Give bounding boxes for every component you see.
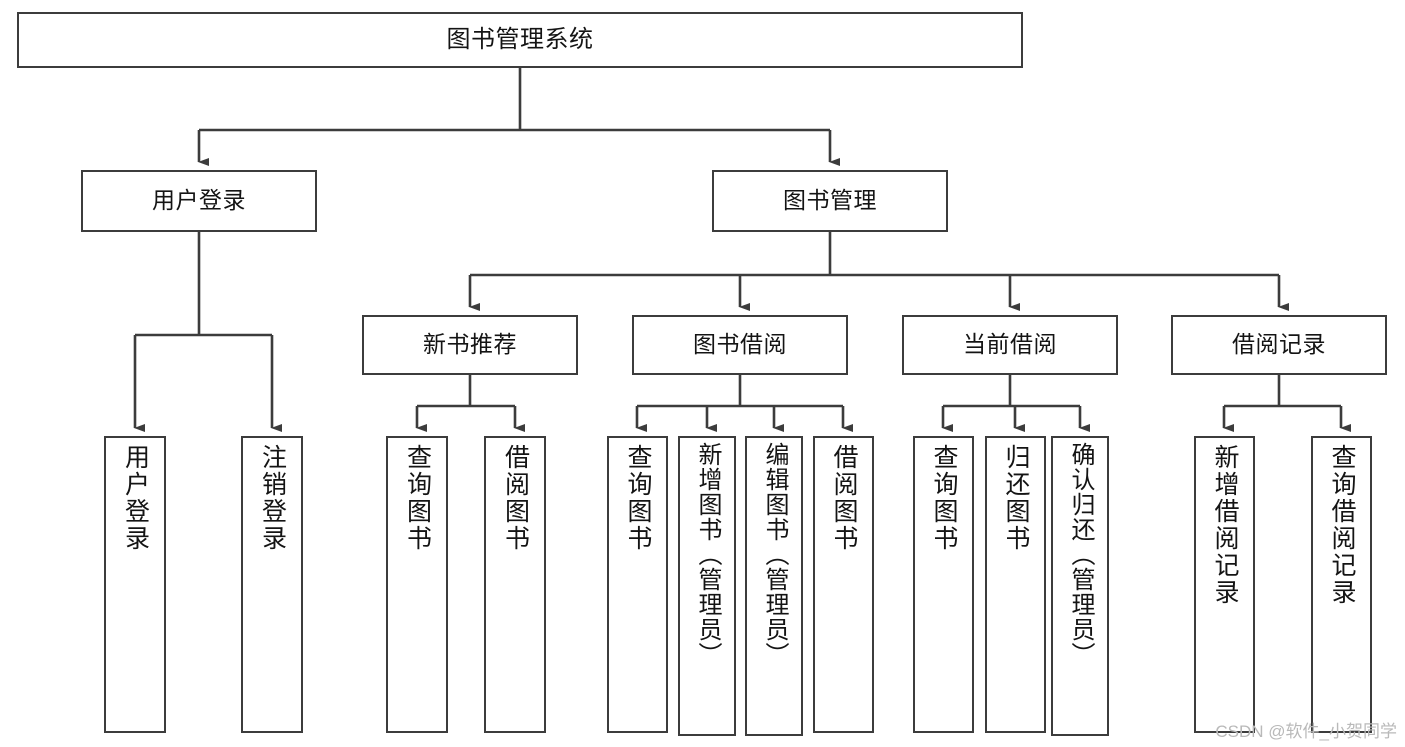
node-leaf-rec-borrow-book-label: 借阅图书 bbox=[501, 444, 530, 552]
node-leaf-rcd-add-record[interactable]: 新增借阅记录 bbox=[1194, 436, 1255, 733]
node-leaf-bor-query-book[interactable]: 查询图书 bbox=[607, 436, 668, 733]
node-leaf-cur-return-book[interactable]: 归还图书 bbox=[985, 436, 1046, 733]
watermark: CSDN @软件_小贺同学 bbox=[1215, 722, 1397, 741]
node-leaf-cur-query-book[interactable]: 查询图书 bbox=[913, 436, 974, 733]
node-book-borrow[interactable]: 图书借阅 bbox=[632, 315, 848, 375]
node-leaf-cur-confirm-return-label: 确认归还（管理员） bbox=[1066, 442, 1094, 667]
node-leaf-user-login-label: 用户登录 bbox=[121, 444, 150, 552]
node-new-book-rec[interactable]: 新书推荐 bbox=[362, 315, 578, 375]
node-leaf-bor-add-book[interactable]: 新增图书（管理员） bbox=[678, 436, 736, 736]
node-root[interactable]: 图书管理系统 bbox=[17, 12, 1023, 68]
node-borrow-record-label: 借阅记录 bbox=[1232, 331, 1326, 358]
node-borrow-record[interactable]: 借阅记录 bbox=[1171, 315, 1387, 375]
node-leaf-cur-return-book-label: 归还图书 bbox=[1002, 444, 1030, 552]
node-current-borrow-label: 当前借阅 bbox=[963, 331, 1057, 358]
node-leaf-user-logout[interactable]: 注销登录 bbox=[241, 436, 303, 733]
node-leaf-rcd-query-record[interactable]: 查询借阅记录 bbox=[1311, 436, 1372, 733]
node-new-book-rec-label: 新书推荐 bbox=[423, 331, 517, 358]
node-root-label: 图书管理系统 bbox=[446, 25, 594, 53]
node-leaf-bor-borrow-book-label: 借阅图书 bbox=[830, 444, 858, 552]
node-book-manage[interactable]: 图书管理 bbox=[712, 170, 948, 232]
node-book-borrow-label: 图书借阅 bbox=[693, 331, 787, 358]
node-book-manage-label: 图书管理 bbox=[783, 187, 877, 214]
node-leaf-bor-edit-book[interactable]: 编辑图书（管理员） bbox=[745, 436, 803, 736]
node-leaf-cur-confirm-return[interactable]: 确认归还（管理员） bbox=[1051, 436, 1109, 736]
node-leaf-bor-add-book-label: 新增图书（管理员） bbox=[693, 442, 721, 667]
node-leaf-rec-query-book-label: 查询图书 bbox=[403, 444, 432, 552]
node-leaf-rcd-query-record-label: 查询借阅记录 bbox=[1328, 444, 1356, 606]
node-leaf-bor-query-book-label: 查询图书 bbox=[624, 444, 652, 552]
node-leaf-rec-query-book[interactable]: 查询图书 bbox=[386, 436, 448, 733]
node-leaf-user-login[interactable]: 用户登录 bbox=[104, 436, 166, 733]
node-leaf-bor-borrow-book[interactable]: 借阅图书 bbox=[813, 436, 874, 733]
node-current-borrow[interactable]: 当前借阅 bbox=[902, 315, 1118, 375]
node-leaf-bor-edit-book-label: 编辑图书（管理员） bbox=[760, 442, 788, 667]
node-user-login-label: 用户登录 bbox=[152, 187, 246, 214]
node-user-login[interactable]: 用户登录 bbox=[81, 170, 317, 232]
node-leaf-rec-borrow-book[interactable]: 借阅图书 bbox=[484, 436, 546, 733]
node-leaf-cur-query-book-label: 查询图书 bbox=[930, 444, 958, 552]
node-leaf-rcd-add-record-label: 新增借阅记录 bbox=[1211, 444, 1239, 606]
node-leaf-user-logout-label: 注销登录 bbox=[258, 444, 287, 552]
